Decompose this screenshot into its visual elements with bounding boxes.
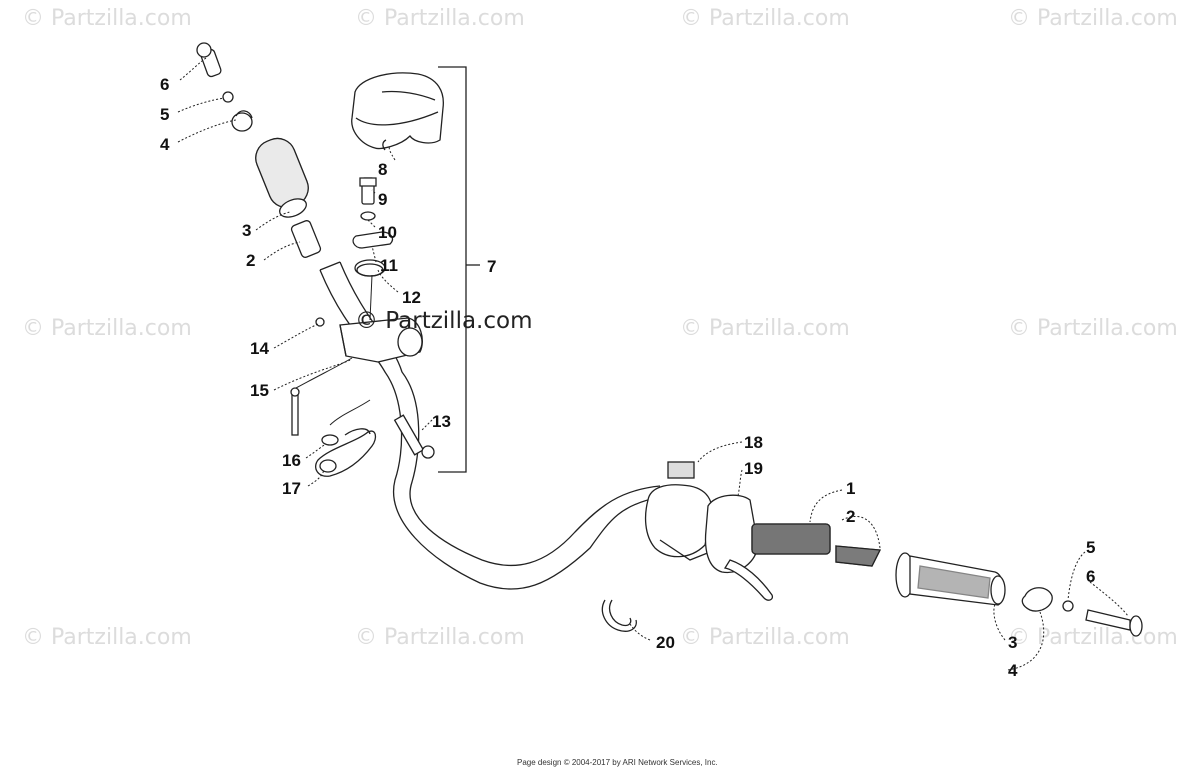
switch-housing [351,72,444,150]
callout-label: 17 [282,479,301,498]
callout-label: 8 [378,160,387,179]
callout-label: 11 [380,256,398,275]
callout-label: 15 [250,381,269,400]
watermark: © Partzilla.com [680,625,850,650]
bolt-13 [393,414,425,456]
master-cylinder [644,484,713,558]
callout-label: 5 [160,105,169,124]
callout-label: 19 [744,459,763,478]
callout-label: 18 [744,433,763,452]
switch-block [704,494,759,574]
right-washer [1062,600,1074,612]
left-throttle-tube [290,220,322,258]
callout-label: 14 [250,339,269,358]
callout-label: 6 [160,75,169,94]
screw-15 [291,394,299,436]
callout-label: 3 [1008,633,1017,652]
watermark: © Partzilla.com [22,316,192,341]
callout-label: 16 [282,451,301,470]
bushing [321,434,339,446]
left-grip-flange [279,198,307,218]
watermark: © Partzilla.com [1008,316,1178,341]
watermark: © Partzilla.com [355,6,525,31]
clip [352,231,394,249]
watermark: © Partzilla.com [1008,625,1178,650]
callout-label: 5 [1086,538,1095,557]
left-weight [231,112,253,132]
callout-label: 4 [160,135,170,154]
snap-ring [601,599,637,632]
watermark: © Partzilla.com [22,625,192,650]
footer-text: Page design © 2004-2017 by ARI Network S… [517,758,718,767]
callout-label: 7 [487,257,496,276]
callout-label: 6 [1086,567,1095,586]
callout-label: 12 [402,288,421,307]
watermark: © Partzilla.com [22,6,192,31]
right-screw [1085,609,1131,631]
washer [360,211,376,221]
callout-label: 1 [846,479,855,498]
left-washer [222,91,234,103]
callout-label: 9 [378,190,387,209]
watermark: © Partzilla.com [680,316,850,341]
callout-label: 3 [242,221,251,240]
group-bracket [438,66,467,473]
callout-label: 13 [432,412,451,431]
right-weight [1021,587,1053,612]
callout-label: 4 [1008,661,1018,680]
brake-lever [723,559,774,601]
watermark: © Partzilla.com [355,625,525,650]
callout-label: 2 [846,507,855,526]
callout-label: 10 [378,223,397,242]
watermark: © Partzilla.com [1008,6,1178,31]
decal [667,461,695,479]
watermark: © Partzilla.com [680,6,850,31]
watermark-center: © Partzilla.com [355,308,533,334]
callout-label: 20 [656,633,675,652]
callout-label: 2 [246,251,255,270]
